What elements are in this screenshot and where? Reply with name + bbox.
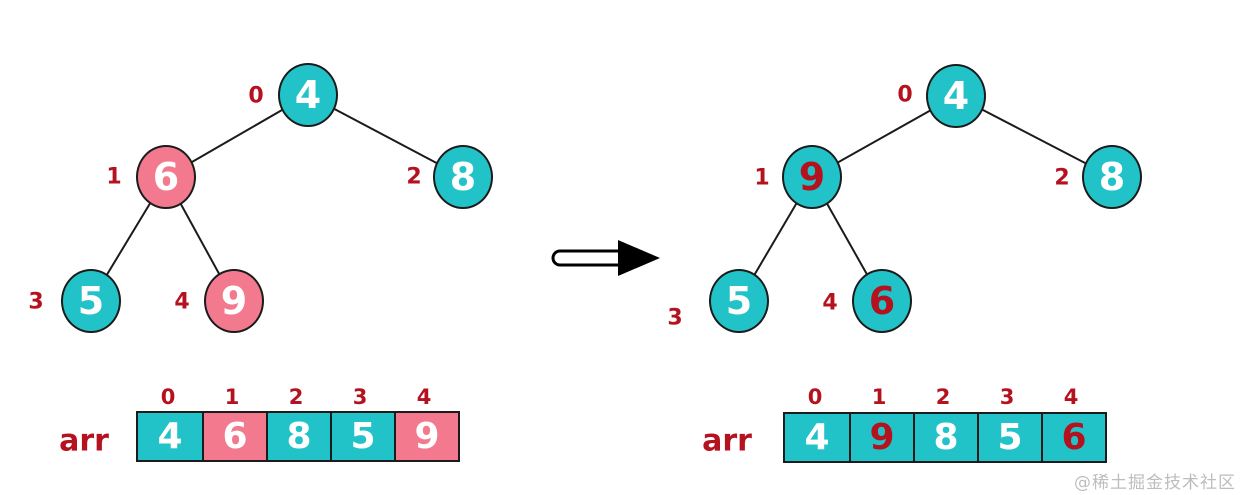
left-node-0-index: 0 xyxy=(248,83,264,109)
right-tree-node-0: 4 xyxy=(926,64,986,128)
right-array-index-0: 0 xyxy=(807,385,823,409)
left-array-cell-0: 4 xyxy=(138,413,202,460)
right-node-0-index: 0 xyxy=(897,82,913,108)
left-array-cell-4-value: 9 xyxy=(414,416,440,457)
right-array-index-1: 1 xyxy=(871,385,887,409)
left-tree-node-2: 8 xyxy=(433,145,493,209)
left-tree-node-3-value: 5 xyxy=(77,279,105,323)
left-array-cell-2: 8 xyxy=(266,413,330,460)
right-node-1-index: 1 xyxy=(754,165,770,191)
left-array-index-3: 3 xyxy=(352,385,368,409)
right-tree-node-1-value: 9 xyxy=(798,155,826,199)
left-array-cell-4: 9 xyxy=(394,413,458,460)
right-tree-node-1: 9 xyxy=(782,145,842,209)
right-array-cell-2: 8 xyxy=(913,414,977,461)
right-array-indices: 0 1 2 3 4 xyxy=(783,386,1103,408)
right-array-index-4: 4 xyxy=(1063,385,1079,409)
left-tree-node-0-value: 4 xyxy=(294,73,322,117)
right-tree-node-0-value: 4 xyxy=(942,74,970,118)
left-tree-node-1: 6 xyxy=(136,145,196,209)
left-array: 4 6 8 5 9 xyxy=(136,411,460,462)
right-tree-node-2-value: 8 xyxy=(1098,155,1126,199)
right-array: 4 9 8 5 6 xyxy=(783,412,1107,463)
right-array-cell-0: 4 xyxy=(785,414,849,461)
right-node-3-index: 3 xyxy=(667,305,683,331)
right-array-cell-2-value: 8 xyxy=(933,417,959,458)
left-tree-node-4-value: 9 xyxy=(220,279,248,323)
left-array-label: arr xyxy=(59,423,109,459)
left-array-indices: 0 1 2 3 4 xyxy=(136,386,456,408)
right-node-2-index: 2 xyxy=(1054,165,1070,191)
right-node-4-index: 4 xyxy=(822,290,838,316)
right-array-cell-4-value: 6 xyxy=(1061,417,1087,458)
left-node-1-index: 1 xyxy=(106,164,122,190)
left-node-3-index: 3 xyxy=(28,289,44,315)
right-tree-node-4: 6 xyxy=(852,269,912,333)
transform-arrow-icon xyxy=(551,240,660,276)
right-array-cell-0-value: 4 xyxy=(804,417,830,458)
right-array-cell-1: 9 xyxy=(849,414,913,461)
left-tree-node-0: 4 xyxy=(278,63,338,127)
right-tree-node-4-value: 6 xyxy=(868,279,896,323)
left-node-4-index: 4 xyxy=(174,289,190,315)
left-array-cell-2-value: 8 xyxy=(286,416,312,457)
left-array-cell-1: 6 xyxy=(202,413,266,460)
left-array-cell-1-value: 6 xyxy=(222,416,248,457)
right-array-index-2: 2 xyxy=(935,385,951,409)
right-array-cell-3: 5 xyxy=(977,414,1041,461)
left-array-cell-3: 5 xyxy=(330,413,394,460)
right-array-index-3: 3 xyxy=(999,385,1015,409)
watermark: @稀土掘金技术社区 xyxy=(1074,473,1236,493)
left-array-index-4: 4 xyxy=(416,385,432,409)
left-array-index-2: 2 xyxy=(288,385,304,409)
left-array-cell-3-value: 5 xyxy=(350,416,376,457)
right-tree-node-3-value: 5 xyxy=(725,279,753,323)
left-tree-node-1-value: 6 xyxy=(152,155,180,199)
left-array-index-1: 1 xyxy=(224,385,240,409)
right-tree-node-2: 8 xyxy=(1082,145,1142,209)
right-array-cell-3-value: 5 xyxy=(997,417,1023,458)
right-tree-node-3: 5 xyxy=(709,269,769,333)
left-tree-node-4: 9 xyxy=(204,269,264,333)
left-array-index-0: 0 xyxy=(160,385,176,409)
right-array-label: arr xyxy=(702,423,752,459)
left-tree-node-2-value: 8 xyxy=(449,155,477,199)
left-tree-node-3: 5 xyxy=(61,269,121,333)
right-array-cell-4: 6 xyxy=(1041,414,1105,461)
left-array-cell-0-value: 4 xyxy=(157,416,183,457)
left-node-2-index: 2 xyxy=(406,164,422,190)
right-array-cell-1-value: 9 xyxy=(869,417,895,458)
